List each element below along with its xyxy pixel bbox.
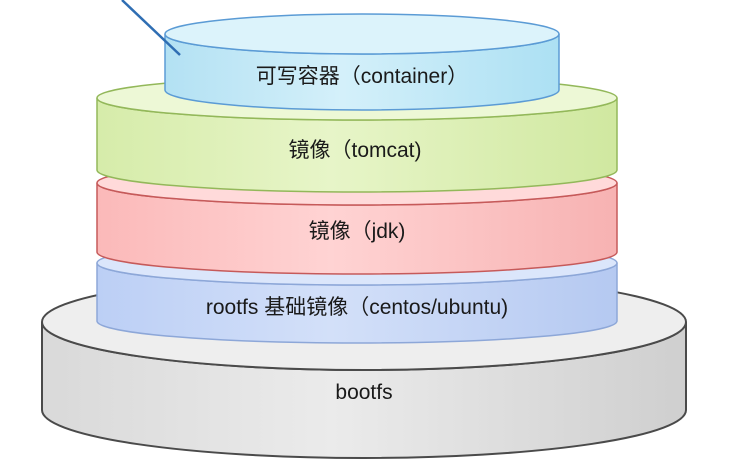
container-layer — [164, 13, 560, 111]
pointer-line — [121, 0, 181, 56]
tomcat-label: 镜像（tomcat) — [288, 139, 421, 162]
bootfs-label: bootfs — [335, 381, 392, 404]
rootfs-label: rootfs 基础镜像（centos/ubuntu) — [206, 296, 508, 319]
container-label: 可写容器（container） — [256, 65, 468, 88]
jdk-label: 镜像（jdk) — [309, 220, 406, 243]
